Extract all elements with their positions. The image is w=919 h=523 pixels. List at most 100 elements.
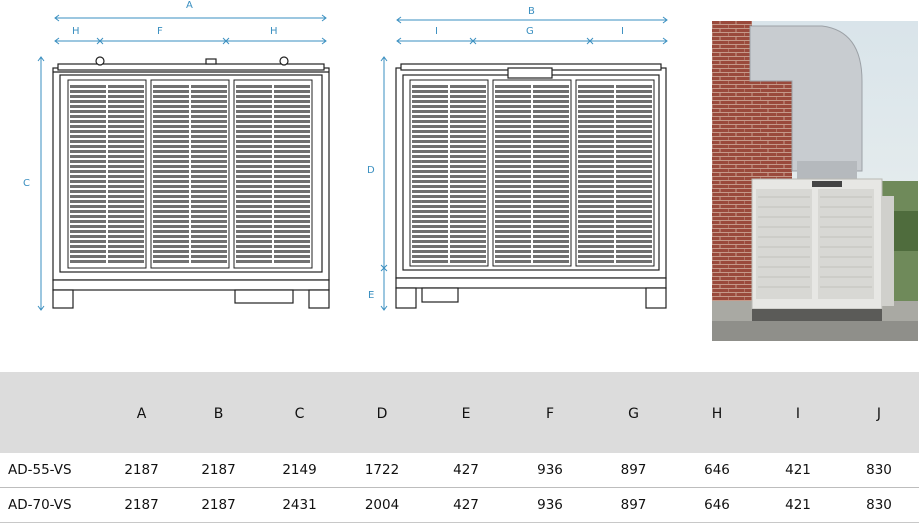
louver-slat [236, 205, 272, 208]
louver-slat [450, 195, 486, 198]
cell-i: 421 [757, 453, 839, 488]
louver-slat [412, 215, 448, 218]
louver-slat [70, 175, 106, 178]
louver-slat [533, 245, 569, 248]
louver-slat [450, 155, 486, 158]
louver-slat [450, 190, 486, 193]
louver-slat [191, 250, 227, 253]
louver-slat [450, 250, 486, 253]
louver-slat [236, 110, 272, 113]
header-f: F [510, 372, 590, 453]
technical-drawings: A H F H C B I [23, 0, 918, 341]
louver-slat [191, 225, 227, 228]
louver-slat [153, 160, 189, 163]
louver-slat [578, 120, 614, 123]
louver-panel [150, 79, 230, 269]
louver-slat [274, 100, 310, 103]
louver-slat [616, 235, 652, 238]
louver-slat [616, 125, 652, 128]
louver-slat [274, 165, 310, 168]
louver-slat [616, 180, 652, 183]
louver-slat [533, 150, 569, 153]
louver-slat [236, 155, 272, 158]
louver-slat [412, 175, 448, 178]
louver-slat [191, 255, 227, 258]
louver-slat [533, 90, 569, 93]
louver-slat [450, 105, 486, 108]
louver-slat [616, 250, 652, 253]
louver-slat [578, 85, 614, 88]
louver-slat [533, 115, 569, 118]
louver-slat [236, 180, 272, 183]
louver-slat [533, 230, 569, 233]
louver-slat [108, 140, 144, 143]
louver-slat [616, 260, 652, 263]
louver-slat [236, 250, 272, 253]
louver-slat [450, 170, 486, 173]
louver-slat [108, 160, 144, 163]
louver-slat [191, 205, 227, 208]
louver-slat [412, 225, 448, 228]
louver-slat [450, 110, 486, 113]
louver-slat [274, 90, 310, 93]
louver-slat [236, 240, 272, 243]
louver-slat [153, 165, 189, 168]
louver-slat [108, 210, 144, 213]
louver-slat [274, 245, 310, 248]
louver-slat [616, 155, 652, 158]
louver-slat [153, 150, 189, 153]
louver-slat [450, 120, 486, 123]
cell-b: 2187 [180, 487, 257, 523]
louver-slat [578, 205, 614, 208]
louver-slat [274, 135, 310, 138]
louver-slat [153, 190, 189, 193]
louver-slat [70, 90, 106, 93]
louver-slat [236, 120, 272, 123]
louver-slat [236, 175, 272, 178]
dimension-spec-table: A B C D E F G H I J AD-55-VS 2187 2187 2… [0, 372, 919, 523]
louver-slat [616, 160, 652, 163]
cell-c: 2149 [257, 453, 342, 488]
louver-slat [274, 235, 310, 238]
louver-slat [616, 170, 652, 173]
louver-slat [578, 100, 614, 103]
louver-slat [578, 250, 614, 253]
louver-slat [578, 195, 614, 198]
louver-slat [70, 195, 106, 198]
louver-slat [153, 100, 189, 103]
louver-slat [616, 205, 652, 208]
louver-slat [108, 90, 144, 93]
louver-slat [412, 235, 448, 238]
louver-slat [191, 100, 227, 103]
louver-slat [70, 200, 106, 203]
louver-slat [108, 170, 144, 173]
louver-slat [412, 190, 448, 193]
louver-slat [578, 185, 614, 188]
louver-slat [191, 120, 227, 123]
louver-slat [191, 125, 227, 128]
louver-slat [70, 205, 106, 208]
louver-slat [495, 185, 531, 188]
cell-f: 936 [510, 453, 590, 488]
louver-slat [191, 155, 227, 158]
louver-slat [533, 240, 569, 243]
louver-slat [495, 220, 531, 223]
louver-slat [70, 140, 106, 143]
louver-slat [495, 135, 531, 138]
louver-slat [533, 205, 569, 208]
louver-slat [108, 205, 144, 208]
louver-slat [616, 225, 652, 228]
louver-slat [578, 210, 614, 213]
dim-g-label: G [526, 26, 534, 37]
louver-slat [412, 155, 448, 158]
louver-slat [108, 120, 144, 123]
louver-slat [412, 260, 448, 263]
louver-slat [533, 225, 569, 228]
louver-slat [108, 130, 144, 133]
louver-slat [274, 225, 310, 228]
louver-slat [495, 245, 531, 248]
louver-slat [533, 165, 569, 168]
dim-i-right-label: I [621, 26, 624, 37]
louver-slat [153, 230, 189, 233]
louver-slat [616, 195, 652, 198]
